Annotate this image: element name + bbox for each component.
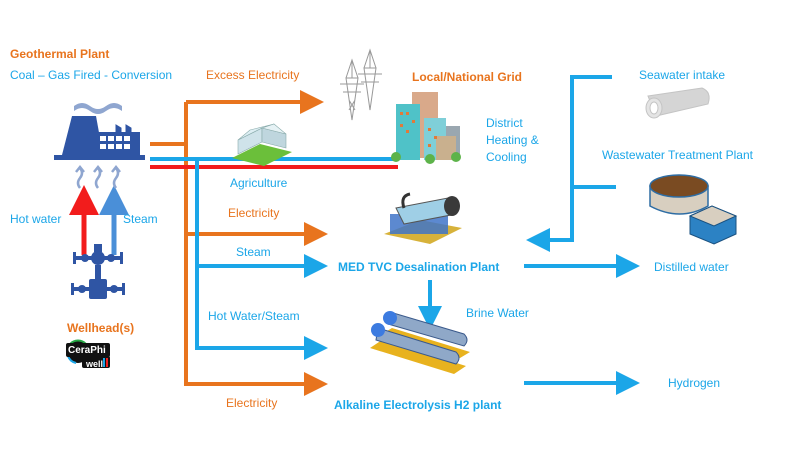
source-subtitle: Coal – Gas Fired - Conversion (10, 68, 173, 82)
district-label-2: Heating & (486, 133, 539, 147)
ceraphi-logo (66, 339, 110, 368)
distilled-water-label: Distilled water (654, 260, 729, 274)
excess-electricity-label: Excess Electricity (206, 68, 300, 82)
electricity-med-label: Electricity (228, 206, 280, 220)
heat-rising-icon (75, 164, 121, 189)
wellhead-icon (71, 244, 125, 299)
seawater-label: Seawater intake (639, 68, 726, 82)
seawater-pipe-icon (645, 87, 710, 119)
med-outputs (418, 254, 640, 395)
wastewater-label: Wastewater Treatment Plant (602, 148, 753, 162)
greenhouse-icon (232, 123, 292, 166)
logo-text: CeraPhi (68, 345, 106, 356)
steam-lines (195, 159, 328, 360)
hot-water-steam-label: Hot Water/Steam (208, 309, 300, 323)
electricity-to-h2-arrow (184, 102, 328, 396)
electricity-h2-label: Electricity (226, 396, 278, 410)
electrolysis-plant-icon (370, 311, 470, 374)
district-label-3: Cooling (486, 150, 527, 164)
power-plant-icon (54, 103, 145, 160)
city-buildings-icon (391, 92, 461, 164)
district-label-1: District (486, 116, 523, 130)
agriculture-label: Agriculture (230, 176, 288, 190)
wellhead-label: Wellhead(s) (67, 321, 135, 335)
hot-water-label: Hot water (10, 212, 62, 226)
transmission-tower-icon (340, 48, 382, 121)
wastewater-plant-icon (649, 174, 738, 245)
source-title: Geothermal Plant (10, 47, 110, 61)
steam-med-label: Steam (236, 245, 271, 259)
med-label: MED TVC Desalination Plant (338, 260, 500, 274)
logo-text-well: well (86, 359, 104, 369)
intake-bracket (526, 75, 616, 252)
med-plant-icon (384, 192, 462, 244)
hydrogen-label: Hydrogen (668, 376, 721, 390)
steam-label: Steam (123, 212, 158, 226)
electrolysis-label: Alkaline Electrolysis H2 plant (334, 398, 502, 412)
electricity-lines (150, 90, 328, 396)
hot-water-steam-arrow (195, 159, 328, 360)
brine-water-label: Brine Water (466, 306, 529, 320)
grid-label: Local/National Grid (412, 70, 523, 84)
